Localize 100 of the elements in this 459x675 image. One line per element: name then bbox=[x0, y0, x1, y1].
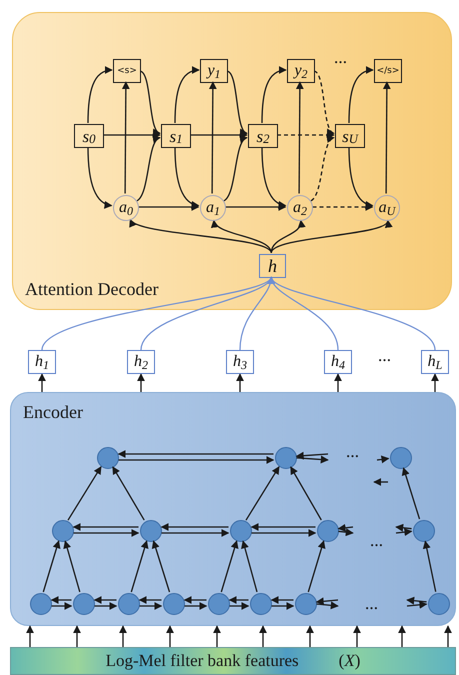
arrow bbox=[306, 625, 314, 647]
arrow bbox=[296, 81, 304, 194]
hidden-state-box: h$_{4}$ bbox=[324, 350, 352, 374]
arrow bbox=[118, 450, 274, 458]
output-box: </s> bbox=[374, 59, 402, 83]
ellipsis: … bbox=[370, 535, 383, 548]
panel-title: Encoder bbox=[23, 401, 83, 424]
arrow bbox=[376, 455, 390, 464]
hidden-state-box: h$_{2}$ bbox=[127, 350, 155, 374]
arrow bbox=[224, 137, 248, 202]
arrow bbox=[94, 596, 116, 604]
arrow bbox=[50, 596, 72, 604]
arrow bbox=[152, 540, 170, 592]
output-box: <s> bbox=[113, 59, 141, 83]
arrow bbox=[272, 602, 294, 610]
arrow bbox=[245, 466, 280, 521]
arrow bbox=[348, 146, 374, 208]
arrow bbox=[270, 276, 436, 350]
arrow bbox=[73, 625, 81, 647]
arrow bbox=[230, 602, 250, 610]
arrow bbox=[316, 597, 338, 606]
encoder-panel bbox=[10, 392, 456, 626]
panel-title: Log-Mel filter bank features bbox=[106, 650, 299, 672]
arrow bbox=[190, 131, 248, 139]
arrow bbox=[252, 529, 316, 537]
ellipsis: … bbox=[378, 350, 391, 363]
variable-label: (X) bbox=[338, 650, 360, 672]
arrow bbox=[38, 373, 46, 392]
arrow bbox=[382, 81, 391, 194]
arrow bbox=[398, 625, 406, 647]
ellipsis: … bbox=[346, 446, 359, 459]
arrow bbox=[87, 66, 113, 123]
arrow bbox=[396, 528, 412, 536]
arrow bbox=[422, 540, 436, 592]
arrow bbox=[94, 602, 118, 610]
arrow bbox=[213, 625, 221, 647]
hidden-state-box: h$_{3}$ bbox=[226, 350, 254, 374]
arrow bbox=[137, 373, 145, 392]
arrow bbox=[87, 146, 112, 208]
arrow bbox=[103, 131, 161, 139]
decoder-panel bbox=[12, 12, 452, 310]
arrow bbox=[444, 625, 452, 647]
arrow bbox=[136, 137, 161, 202]
arrow bbox=[241, 540, 258, 592]
panel-title: Attention Decoder bbox=[25, 278, 158, 301]
arrow bbox=[213, 220, 272, 254]
arrow bbox=[118, 456, 274, 464]
ellipsis: … bbox=[365, 598, 378, 611]
context-box: h bbox=[259, 254, 286, 278]
arrow bbox=[174, 66, 200, 123]
arrow bbox=[67, 466, 102, 521]
arrow bbox=[236, 373, 244, 392]
arrow bbox=[348, 66, 374, 123]
arrow bbox=[250, 523, 316, 531]
hidden-state-box: h$_{L}$ bbox=[421, 350, 449, 374]
arrow bbox=[402, 467, 420, 520]
arrow bbox=[395, 524, 412, 532]
arrow bbox=[270, 596, 294, 604]
arrow bbox=[130, 218, 272, 254]
state-box: s$_{2}$ bbox=[248, 124, 278, 148]
arrow bbox=[52, 602, 72, 610]
arrow bbox=[72, 523, 138, 531]
hidden-state-box: h$_{1}$ bbox=[28, 350, 56, 374]
arrow bbox=[308, 540, 326, 592]
arrow bbox=[140, 70, 161, 134]
arrow bbox=[296, 456, 329, 464]
arrow bbox=[174, 146, 200, 208]
output-box: y$_{1}$ bbox=[200, 59, 228, 83]
arrow bbox=[261, 146, 286, 208]
dashed-arrow bbox=[277, 131, 335, 139]
arrow bbox=[296, 452, 328, 460]
arrow bbox=[74, 529, 140, 537]
dashed-arrow bbox=[314, 70, 335, 134]
arrow bbox=[119, 625, 127, 647]
arrow bbox=[406, 596, 427, 605]
arrow bbox=[338, 528, 354, 536]
dashed-arrow bbox=[310, 137, 335, 202]
arrow bbox=[316, 601, 339, 610]
arrow bbox=[184, 602, 208, 610]
arrow bbox=[166, 625, 174, 647]
arrow bbox=[226, 70, 248, 134]
arrow bbox=[261, 66, 287, 123]
arrow bbox=[184, 596, 206, 604]
arrow bbox=[431, 373, 439, 392]
arrow bbox=[122, 81, 130, 194]
arrow bbox=[160, 523, 228, 531]
arrow bbox=[42, 540, 60, 592]
spectrogram-bar bbox=[10, 647, 456, 675]
arrow bbox=[208, 81, 217, 194]
arrow bbox=[162, 529, 230, 537]
state-box: s$_{0}$ bbox=[74, 124, 104, 148]
state-box: s$_{U}$ bbox=[335, 124, 365, 148]
arrow bbox=[338, 524, 354, 532]
arrow bbox=[353, 625, 361, 647]
output-box: y$_{2}$ bbox=[287, 59, 315, 83]
ellipsis: … bbox=[334, 52, 347, 65]
arrow bbox=[334, 373, 342, 392]
arrow bbox=[112, 466, 145, 520]
arrow bbox=[140, 602, 162, 610]
arrow bbox=[228, 596, 248, 604]
